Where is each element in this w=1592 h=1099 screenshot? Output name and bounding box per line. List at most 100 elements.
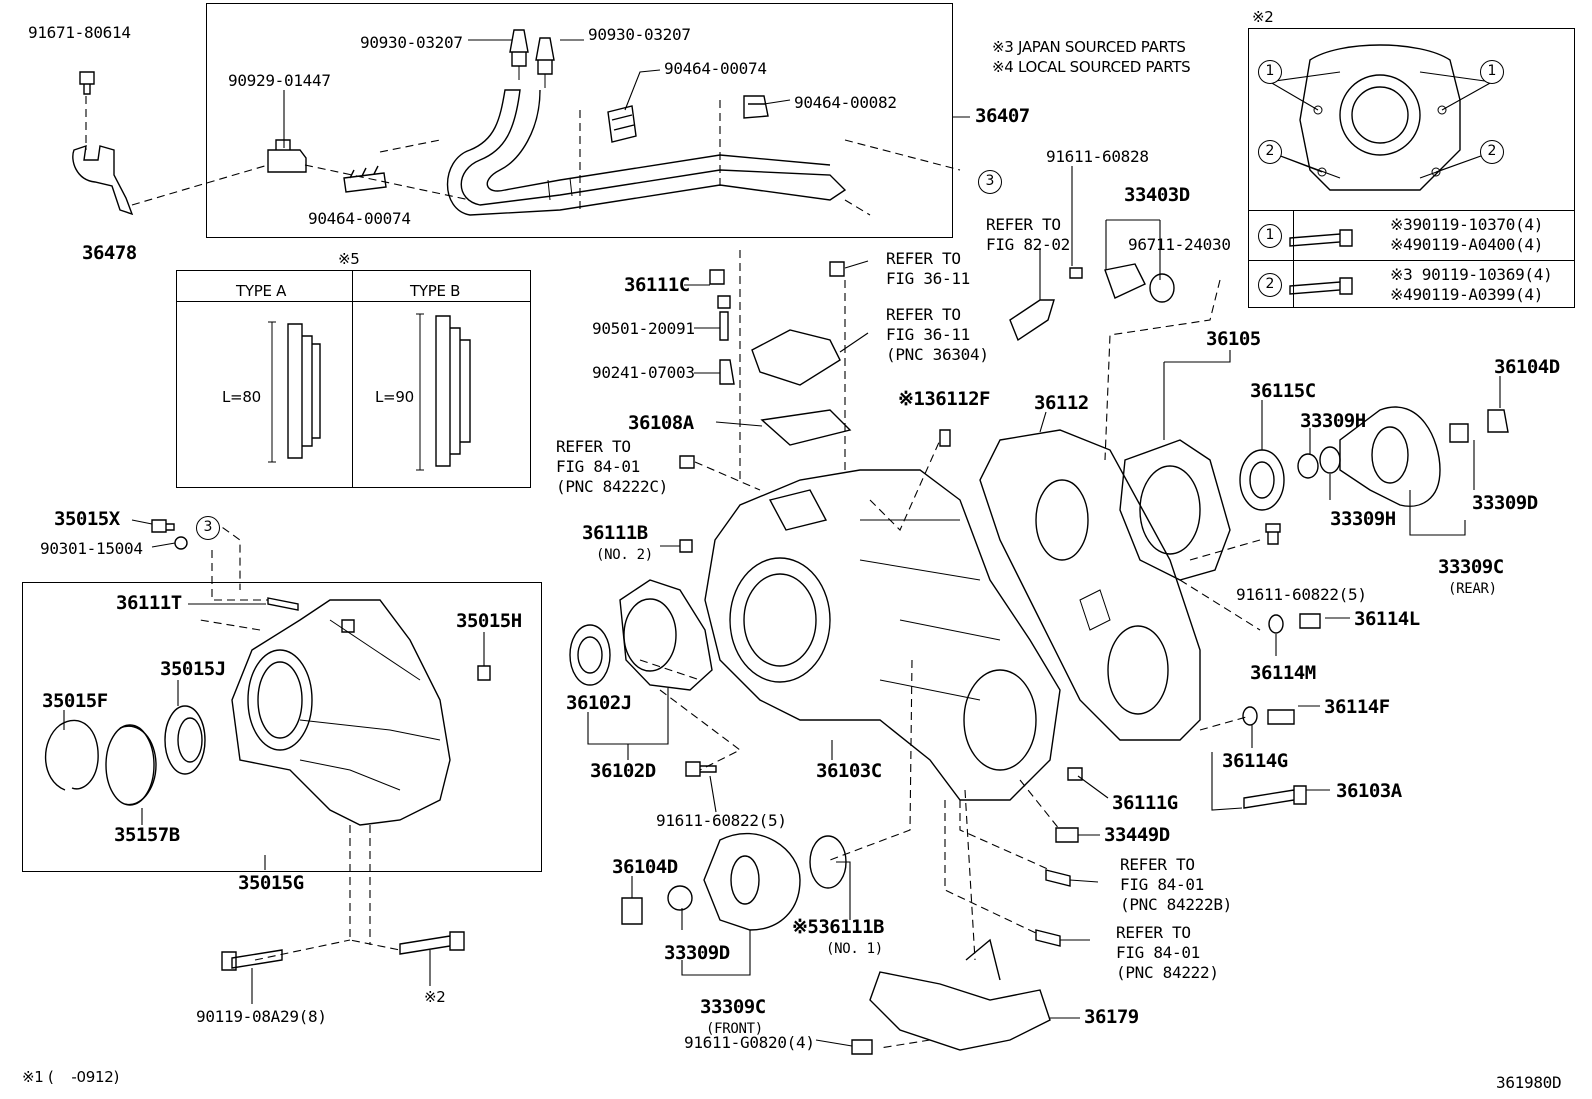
- cover-plate-36108A: [709, 261, 852, 446]
- refer3611a-line1: REFER TO: [886, 249, 961, 268]
- callout-2-left: 2: [1258, 140, 1282, 164]
- refer84b-line3: (PNC 84222B): [1120, 895, 1232, 914]
- label-90464-00082: 90464-00082: [794, 93, 897, 112]
- bracket-refer82: [1009, 299, 1055, 342]
- clip-90464-00074-upper: [607, 105, 637, 143]
- inset-row1-rule: [1248, 210, 1575, 308]
- label-33309H-b: 33309H: [1330, 508, 1396, 530]
- bolt-row2: [1289, 277, 1353, 295]
- label-rear: (REAR): [1448, 581, 1497, 597]
- front-retainer-36102J: [619, 579, 713, 691]
- label-33309C-rear: 33309C: [1438, 556, 1504, 578]
- seal-type-b: [416, 313, 471, 471]
- label-90929-01447: 90929-01447: [228, 71, 331, 90]
- label-90930-03207-b: 90930-03207: [588, 25, 691, 44]
- refer3611b-line3: (PNC 36304): [886, 345, 989, 364]
- inset-mark-2: ※2: [1252, 8, 1274, 26]
- bolt-35015X: [151, 519, 188, 550]
- label-35015G: 35015G: [238, 872, 304, 894]
- refer84c-line3: (PNC 84222C): [556, 477, 668, 496]
- seal-type-a: [268, 321, 321, 463]
- refer84-line3: (PNC 84222): [1116, 963, 1219, 982]
- oil-pump-33403D: [1069, 263, 1175, 303]
- inset-col-rule: [1293, 210, 1294, 308]
- label-36478: 36478: [82, 242, 137, 264]
- refer3611b-line2: FIG 36-11: [886, 325, 970, 344]
- rear-extension-36105: [1119, 439, 1231, 581]
- front-flange-33309C: [621, 832, 847, 931]
- type-b-length: L=90: [375, 388, 414, 406]
- label-36114G: 36114G: [1222, 750, 1288, 772]
- label-35015H: 35015H: [456, 610, 522, 632]
- washers-33309H: [1297, 446, 1341, 479]
- type-table-mark-5: ※5: [338, 250, 360, 268]
- label-no2: (NO. 2): [596, 547, 653, 563]
- inset-row2-rule: [1248, 260, 1575, 261]
- callout-3-housing: 3: [196, 516, 220, 540]
- label-36104D-front: 36104D: [612, 856, 678, 878]
- footnote-1: ※1 ( -0912): [22, 1068, 120, 1086]
- type-a-length: L=80: [222, 388, 261, 406]
- label-36108A: 36108A: [628, 412, 694, 434]
- label-96711-24030: 96711-24030: [1128, 235, 1231, 254]
- callout-2-table: 2: [1258, 273, 1282, 297]
- cap-35157B: [105, 724, 157, 806]
- plug-35015H: [477, 665, 491, 681]
- extension-housing-inset: [1267, 44, 1493, 191]
- type-table-frame: [176, 270, 531, 488]
- callout-1-table: 1: [1258, 224, 1282, 248]
- type-table-header-rule: [176, 270, 531, 302]
- skid-bracket-36179: [851, 938, 1051, 1055]
- callout-3-hose: 3: [978, 170, 1002, 194]
- label-90501-20091: 90501-20091: [592, 319, 695, 338]
- label-35015F: 35015F: [42, 690, 108, 712]
- diagram-id: 361980D: [1496, 1073, 1562, 1092]
- label-36102J: 36102J: [566, 692, 632, 714]
- label-90464-00074-a: 90464-00074: [664, 59, 767, 78]
- label-36112F: ※136112F: [898, 388, 991, 410]
- label-91671-80614: 91671-80614: [28, 23, 131, 42]
- snap-ring-35015F: [44, 719, 99, 791]
- label-35015X: 35015X: [54, 508, 120, 530]
- bolt-row1-japan: ※390119-10370(4): [1390, 215, 1544, 234]
- label-36111T: 36111T: [116, 592, 182, 614]
- rear-flange-33309C: [1339, 406, 1509, 507]
- label-90119-08A29: 90119-08A29(8): [196, 1007, 327, 1026]
- solid-leaders: [63, 39, 1501, 1047]
- label-front: (FRONT): [706, 1021, 763, 1037]
- refer84c-line1: REFER TO: [556, 437, 631, 456]
- label-90464-00074-b: 90464-00074: [308, 209, 411, 228]
- label-36112: 36112: [1034, 392, 1089, 414]
- label-91611-G0820: 91611-G0820(4): [684, 1033, 815, 1052]
- label-36104D-rear: 36104D: [1494, 356, 1560, 378]
- inset-frame: [1248, 28, 1575, 308]
- label-33309D-rear: 33309D: [1472, 492, 1538, 514]
- refer84-line2: FIG 84-01: [1116, 943, 1200, 962]
- note-japan-sourced: ※3 JAPAN SOURCED PARTS: [992, 38, 1186, 56]
- refer3611a-line2: FIG 36-11: [886, 269, 970, 288]
- label-36102D: 36102D: [590, 760, 656, 782]
- label-36114F: 36114F: [1324, 696, 1390, 718]
- clip-90464-00074-lower: [343, 165, 387, 193]
- label-33309H-a: 33309H: [1300, 410, 1366, 432]
- refer84b-line1: REFER TO: [1120, 855, 1195, 874]
- note-local-sourced: ※4 LOCAL SOURCED PARTS: [992, 58, 1191, 76]
- type-table-divider: [352, 270, 353, 488]
- bracket-36478: [72, 71, 134, 216]
- label-33309C-front: 33309C: [700, 996, 766, 1018]
- label-35157B: 35157B: [114, 824, 180, 846]
- label-35015J: 35015J: [160, 658, 226, 680]
- callout-1-left: 1: [1258, 60, 1282, 84]
- clip-90464-00082: [743, 95, 769, 119]
- refer82-line1: REFER TO: [986, 215, 1061, 234]
- label-36111G: 36111G: [1112, 792, 1178, 814]
- label-90930-03207-a: 90930-03207: [360, 33, 463, 52]
- seal-35015J: [164, 705, 206, 775]
- refer3611b-line1: REFER TO: [886, 305, 961, 324]
- refer84-line1: REFER TO: [1116, 923, 1191, 942]
- bearing-36115C: [1239, 449, 1285, 511]
- transfer-case-36103C: [704, 469, 1061, 801]
- label-36407: 36407: [975, 105, 1030, 127]
- rear-cover-36112: [979, 429, 1201, 741]
